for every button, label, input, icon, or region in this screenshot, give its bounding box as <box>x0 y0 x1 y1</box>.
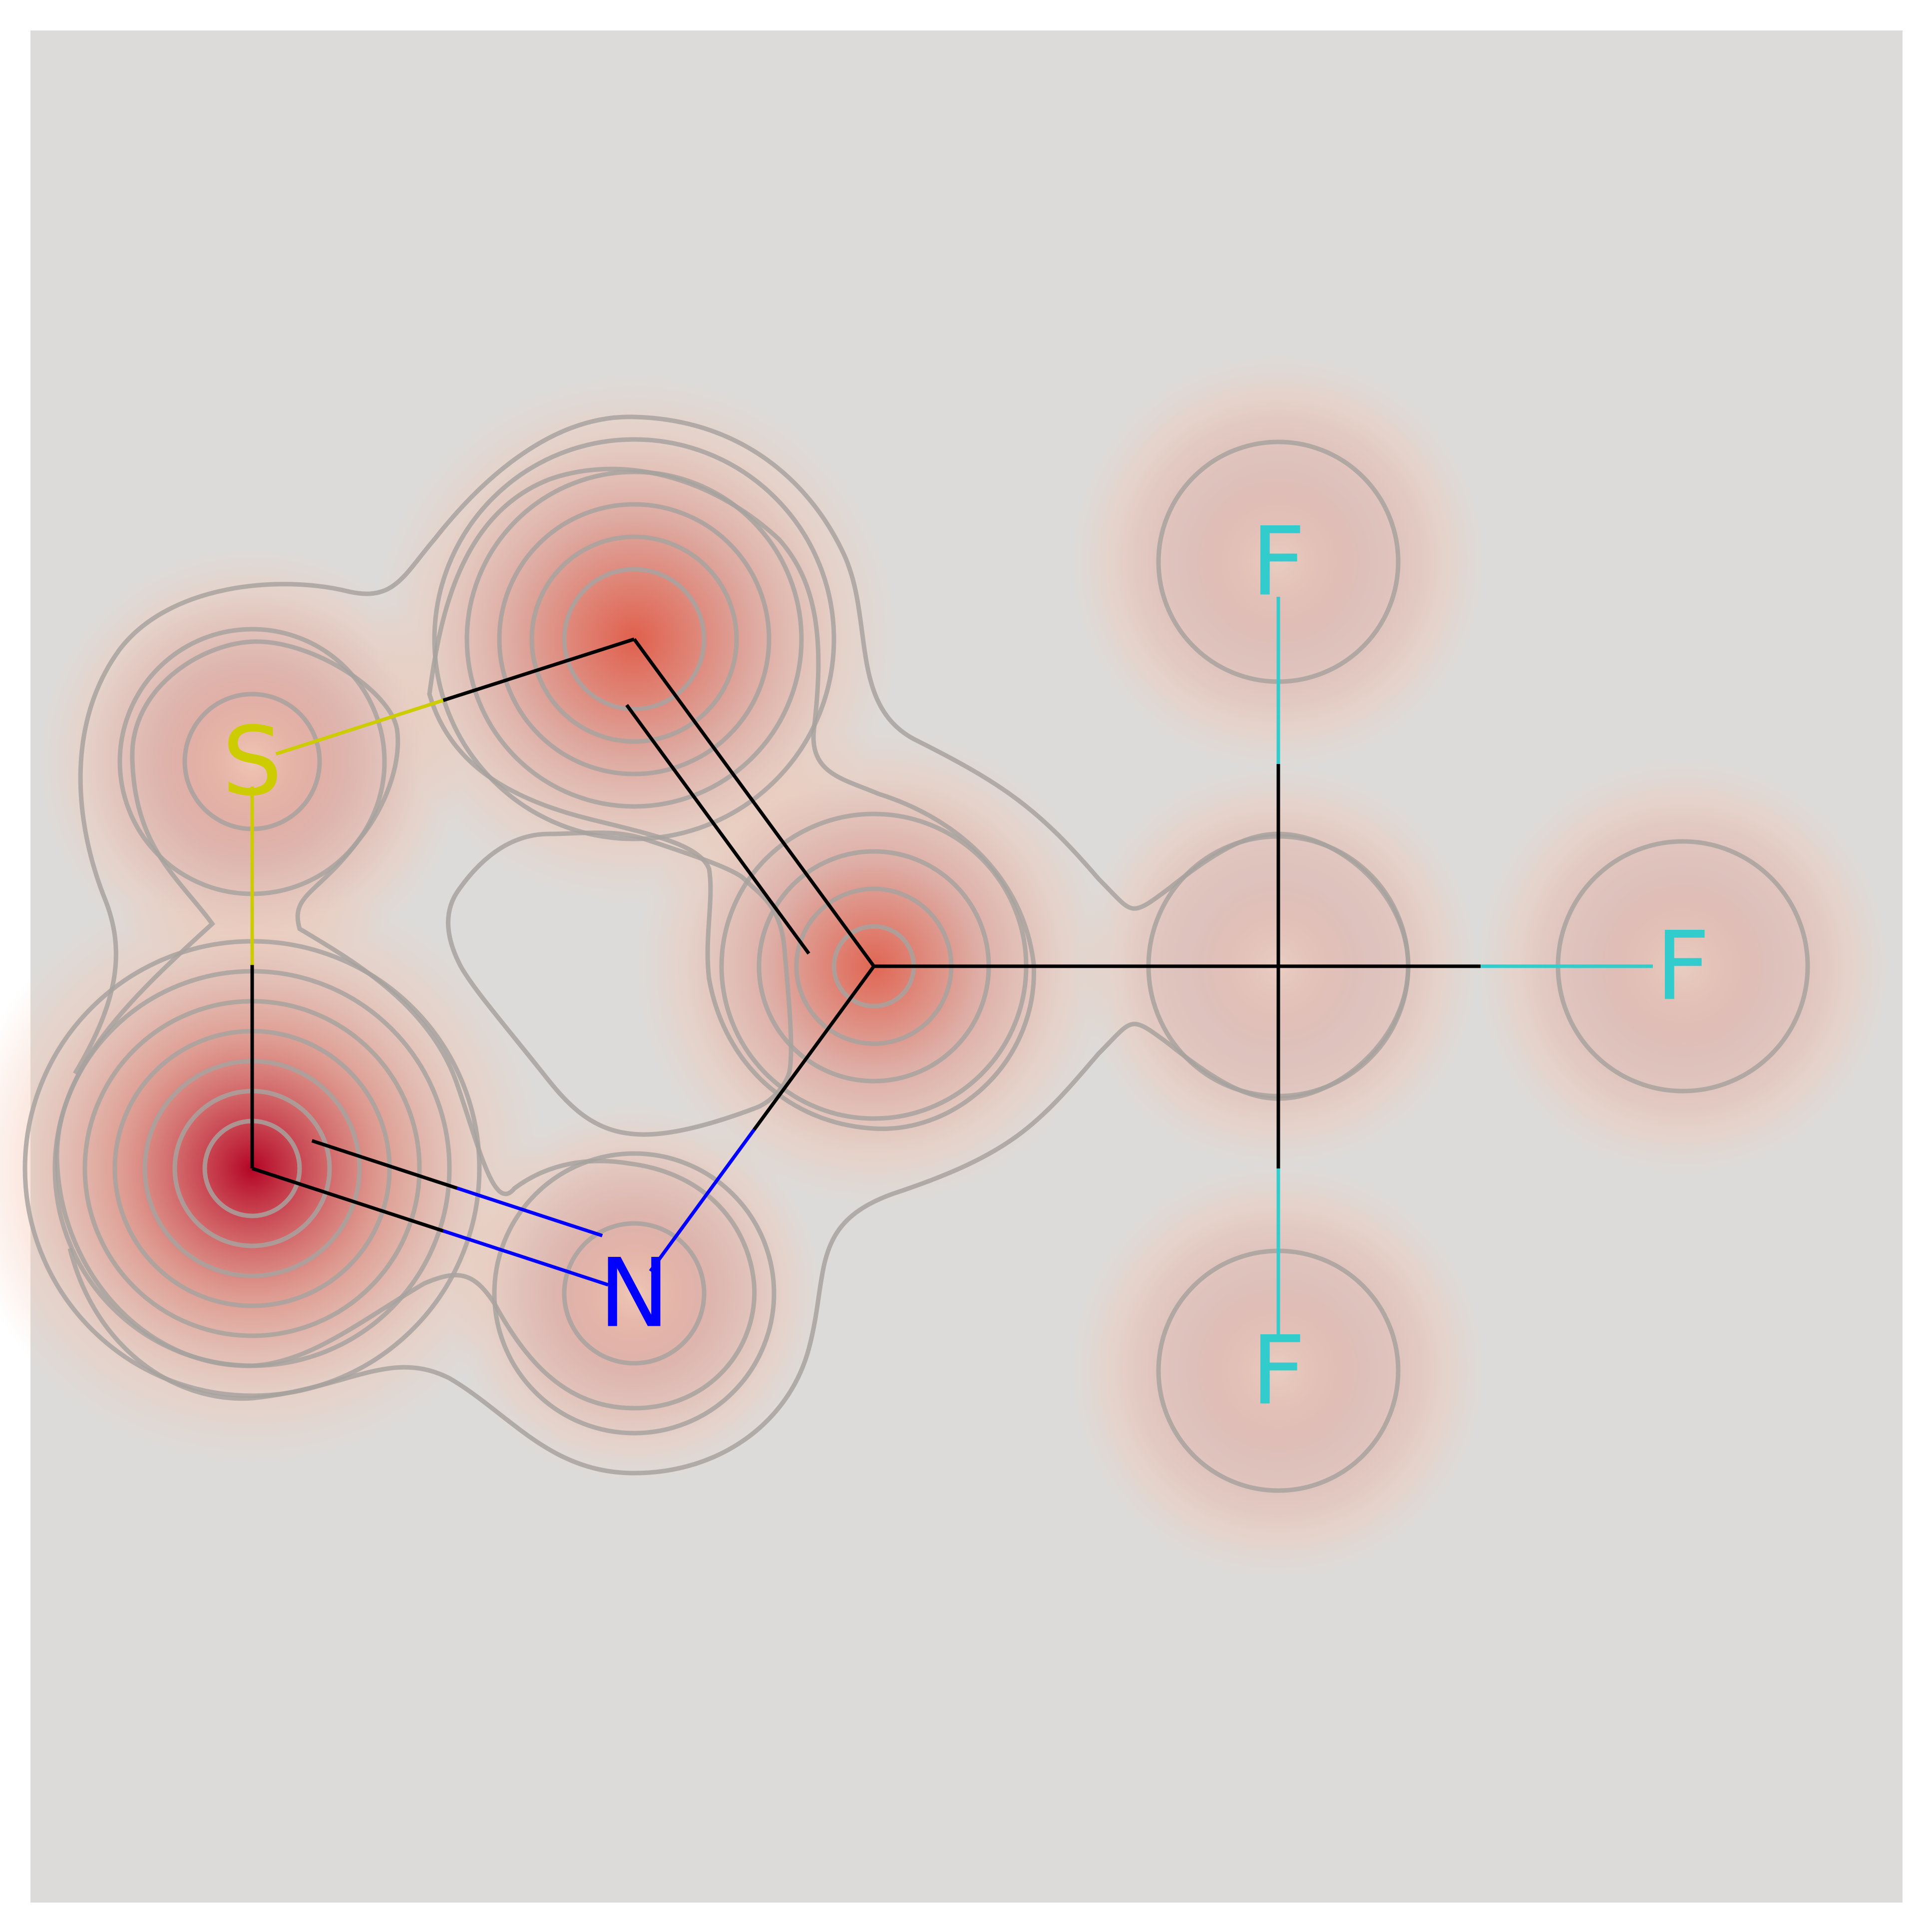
contour-ring-c2 <box>562 567 707 712</box>
bond-s1-c2-b <box>442 637 635 702</box>
atom-label-f7: F <box>1251 507 1305 617</box>
contour-outer-0 <box>67 414 1411 1476</box>
atom-label-n4: N <box>599 1238 670 1349</box>
heat-blob-f9 <box>1072 1164 1485 1577</box>
contour-outer-1 <box>446 830 793 1137</box>
atom-label-s1: S <box>222 707 283 817</box>
bond-n4-c5-a <box>442 1229 609 1287</box>
bond-inner-c2-c3-a <box>625 704 720 830</box>
bond-c3-n4-a <box>753 965 875 1131</box>
bond-layer <box>250 597 1653 1336</box>
bond-c3-n4-b <box>649 1129 756 1272</box>
contour-ring-n4 <box>492 1151 776 1436</box>
bond-n4-c5-b <box>251 1166 444 1233</box>
heat-blob-c5 <box>0 875 546 1462</box>
contour-outer-3 <box>427 466 1036 1131</box>
heat-blob-s1 <box>40 549 464 974</box>
bond-s1-c2-a <box>275 699 444 756</box>
contour-outer-2 <box>54 639 757 1411</box>
heat-blob-f8 <box>1477 760 1889 1172</box>
contour-ring-n4 <box>562 1221 707 1366</box>
bond-inner-c2-c3-b <box>716 828 810 955</box>
atom-label-f8: F <box>1655 911 1710 1022</box>
contour-ring-c2 <box>529 534 739 744</box>
heat-blob-f7 <box>1072 356 1485 768</box>
atom-label-f9: F <box>1251 1316 1305 1426</box>
bond-c2-c3-b <box>753 801 875 968</box>
atom-label-layer: S N F F F <box>222 507 1710 1426</box>
contour-ring-c2 <box>432 437 836 841</box>
contour-ring-c2 <box>497 502 772 776</box>
bond-c2-c3-a <box>633 638 756 804</box>
bond-inner-n4-c5-a <box>456 1186 603 1237</box>
bond-inner-n4-c5-b <box>311 1139 458 1190</box>
